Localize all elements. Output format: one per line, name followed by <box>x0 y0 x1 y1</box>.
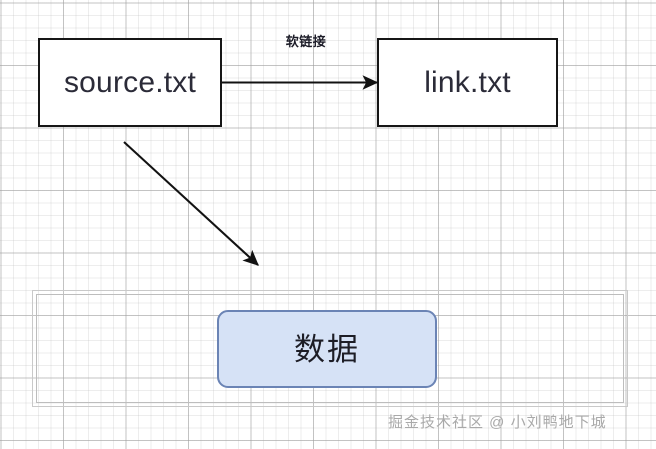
storage-container <box>32 290 628 407</box>
node-link-txt-label: link.txt <box>424 65 511 99</box>
edge-label-soft-link: 软链接 <box>285 34 327 49</box>
node-data[interactable]: 数据 <box>217 310 437 388</box>
watermark-text: 掘金技术社区 @ 小刘鸭地下城 <box>388 414 607 431</box>
node-link-txt[interactable]: link.txt <box>377 38 558 127</box>
node-source-txt-label: source.txt <box>63 65 197 99</box>
node-source-txt[interactable]: source.txt <box>38 38 222 127</box>
node-data-label: 数据 <box>294 331 360 367</box>
arrow-source-to-data <box>123 141 259 266</box>
